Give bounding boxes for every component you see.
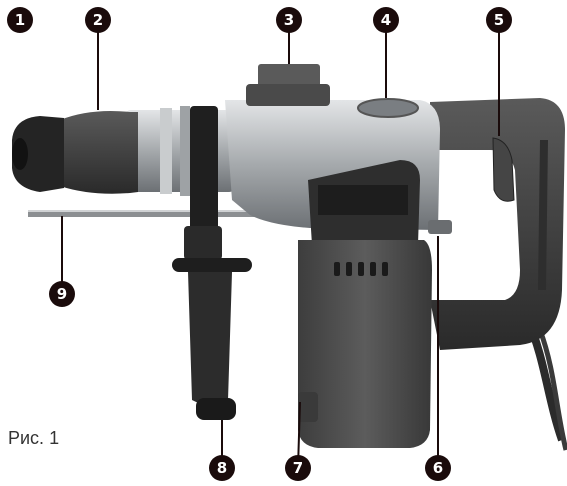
motor-housing <box>298 240 432 448</box>
side-lock-button <box>428 220 452 234</box>
rear-handle <box>430 98 565 350</box>
callout-badge-5 <box>486 7 512 33</box>
callout-number-1: 1 <box>15 11 25 29</box>
top-housing <box>357 98 419 118</box>
callout-badge-2 <box>85 7 111 33</box>
callout-number-8: 8 <box>217 459 227 477</box>
callout-number-7: 7 <box>293 459 303 477</box>
callout-number-6: 6 <box>433 459 443 477</box>
callout-badge-6 <box>425 455 451 481</box>
handle-grip-texture <box>538 140 548 290</box>
handle-clamp <box>190 106 218 230</box>
trigger-switch <box>492 137 515 202</box>
callout-layer: 1 2 3 4 5 6 7 8 9 <box>7 7 512 481</box>
callout-number-3: 3 <box>284 11 294 29</box>
callout-number-4: 4 <box>381 11 391 29</box>
callout-badge-7 <box>285 455 311 481</box>
callout-badge-4 <box>373 7 399 33</box>
callout-number-2: 2 <box>93 11 103 29</box>
callout-badge-1 <box>7 7 33 33</box>
callout-number-5: 5 <box>494 11 504 29</box>
chuck-sleeve <box>60 111 138 194</box>
mode-switch <box>258 64 320 90</box>
depth-gauge-rod <box>28 210 266 217</box>
power-cord-2 <box>537 329 567 451</box>
callout-badge-3 <box>276 7 302 33</box>
figure-caption: Рис. 1 <box>8 428 60 448</box>
callout-badge-9 <box>49 281 75 307</box>
auxiliary-handle <box>172 226 252 420</box>
callout-badge-8 <box>209 455 235 481</box>
chuck-tip <box>12 116 64 192</box>
callout-number-9: 9 <box>57 285 67 303</box>
vent-slots <box>334 262 388 276</box>
